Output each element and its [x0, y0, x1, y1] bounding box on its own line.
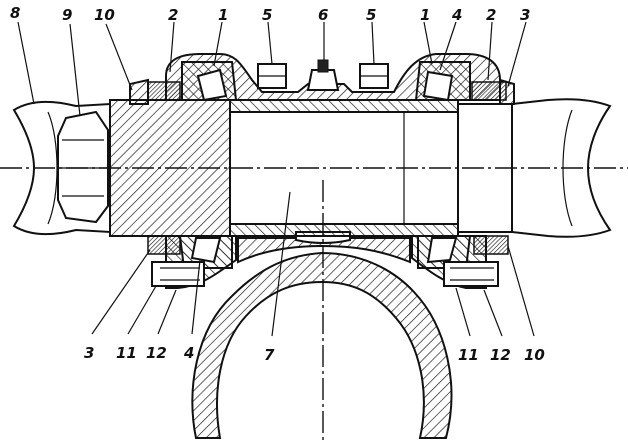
lower-screws: [151, 261, 499, 287]
center-lines: [0, 167, 628, 440]
label-2: 2: [168, 6, 178, 24]
label-6: 6: [318, 6, 328, 24]
label-10: 10: [94, 6, 115, 24]
label-12b: 12: [490, 346, 511, 364]
label-1: 1: [218, 6, 228, 24]
frame-ring: [191, 231, 453, 439]
label-3: 3: [520, 6, 530, 24]
label-2b: 2: [486, 6, 496, 24]
upper-right-bearing: [414, 61, 471, 102]
shaft-nut: [57, 110, 109, 224]
label-8: 8: [10, 4, 20, 22]
label-5b: 5: [366, 6, 376, 24]
label-5: 5: [262, 6, 272, 24]
label-12: 12: [146, 344, 167, 362]
part-labels: 8 9 10 2 1 5 6 5 1 4 2 3 3 11 12 4 7 11 …: [10, 4, 545, 364]
grease-nipple: [306, 59, 340, 91]
label-7: 7: [264, 346, 275, 364]
label-11b: 11: [458, 346, 479, 364]
label-3b: 3: [84, 344, 94, 362]
label-4b: 4: [183, 344, 194, 362]
label-1b: 1: [420, 6, 430, 24]
leader-lines: [17, 21, 535, 337]
label-9: 9: [62, 6, 72, 24]
lower-left-bearing: [178, 235, 233, 269]
label-11: 11: [116, 344, 137, 362]
label-10b: 10: [524, 346, 545, 364]
upper-left-bearing: [181, 61, 238, 102]
label-4: 4: [451, 6, 462, 24]
top-bolts: [257, 63, 389, 89]
